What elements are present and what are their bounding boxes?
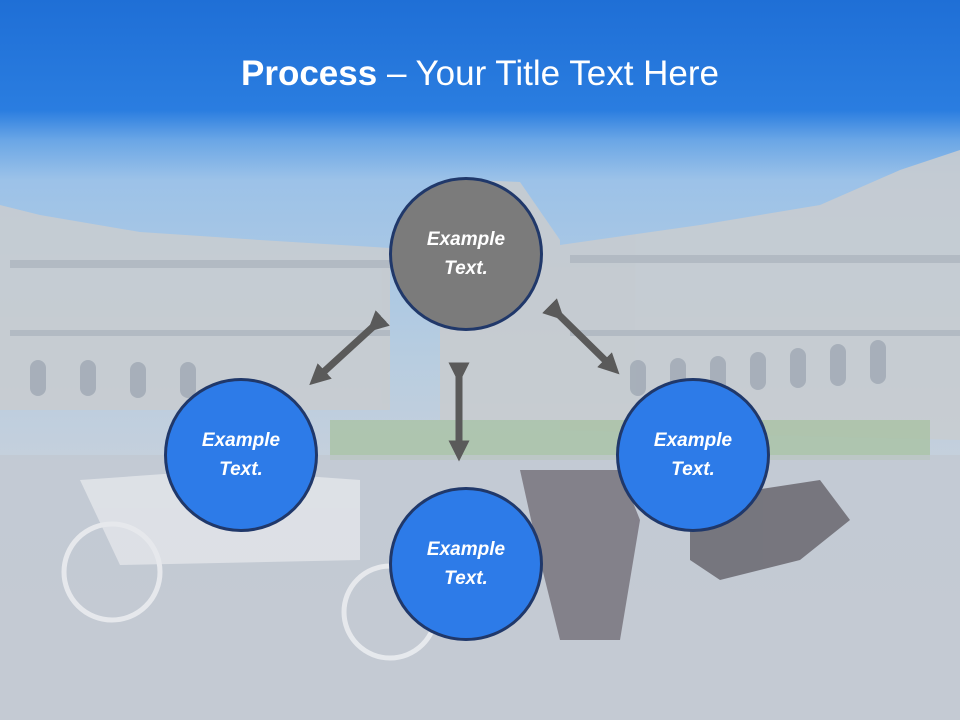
node-right-label: Example Text. xyxy=(653,430,733,480)
title-bold: Process xyxy=(241,54,378,93)
slide-title: Process – Your Title Text Here xyxy=(0,52,960,96)
node-bottom: Example Text. xyxy=(389,487,543,641)
node-top: Example Text. xyxy=(389,177,543,331)
node-left-label: Example Text. xyxy=(201,430,281,480)
node-right: Example Text. xyxy=(616,378,770,532)
arrow-top-left xyxy=(309,310,390,386)
arrow-top-right xyxy=(542,298,620,375)
title-rest: Your Title Text Here xyxy=(415,54,720,93)
node-left: Example Text. xyxy=(164,378,318,532)
node-bottom-label: Example Text. xyxy=(426,539,506,589)
node-top-label: Example Text. xyxy=(426,229,506,279)
title-dash: – xyxy=(377,54,416,93)
